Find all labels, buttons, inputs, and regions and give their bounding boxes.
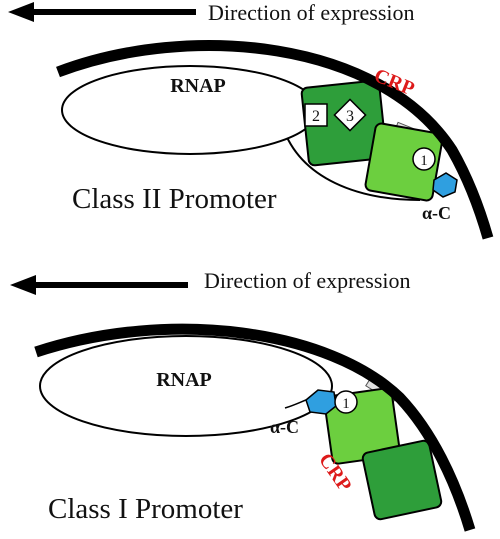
class2-box-3-label: 3 — [346, 108, 354, 125]
class1-dna-strand — [34, 323, 476, 532]
class2-circle-1-label: 1 — [420, 153, 428, 169]
class2-direction-arrow — [8, 2, 196, 22]
class2-box-2 — [304, 103, 328, 127]
class1-direction-arrow — [10, 275, 188, 295]
class1-activating-region-1 — [334, 390, 358, 414]
class2-alpha-ctd — [432, 172, 458, 198]
class2-box-3 — [333, 98, 367, 132]
class1-crp-subunit-dark — [361, 439, 443, 521]
class1-title: Class I Promoter — [48, 493, 243, 525]
class1-circle-1-label: 1 — [342, 396, 350, 412]
class2-crp-subunit-light — [364, 122, 444, 202]
class2-dna-strand — [56, 40, 494, 240]
class2-box-2-label: 2 — [312, 108, 320, 125]
class1-rnap-label: RNAP — [156, 369, 212, 391]
class2-alpha-label: α-C — [422, 203, 451, 223]
class1-rnap-ellipse — [39, 335, 333, 437]
class2-linker — [281, 124, 421, 201]
class2-activating-region-1 — [412, 147, 436, 171]
class2-direction-label: Direction of expression — [208, 0, 415, 25]
class1-alpha-label: α-C — [270, 417, 299, 437]
class2-rnap-label: RNAP — [170, 75, 226, 97]
class2-panel: Direction of expression RNAP 2 3 1 CRP α… — [8, 0, 494, 240]
class2-title: Class II Promoter — [72, 183, 277, 215]
class1-panel: Direction of expression RNAP 1 CRP α-C C… — [10, 268, 476, 532]
class1-direction-label: Direction of expression — [204, 268, 411, 293]
